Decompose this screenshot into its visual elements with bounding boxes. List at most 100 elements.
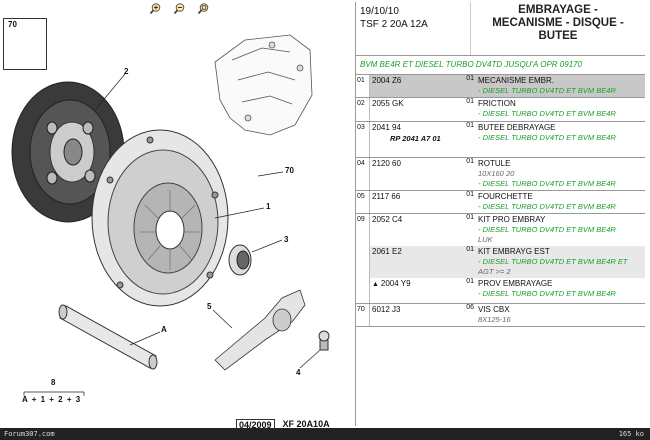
part-name: PROV EMBRAYAGE [478,279,553,288]
title-line-2: MECANISME - DISQUE - [492,17,624,29]
callout-5[interactable]: 5 [207,302,212,311]
callout-4[interactable]: 4 [296,368,301,377]
part-note-extra: LUK [478,235,493,244]
part-reference: 2004 Z6 [370,75,464,97]
clutch-drawing [11,33,330,396]
part-note: - DIESEL TURBO DV4TD ET BVM BE4R [478,133,616,142]
part-quantity: 01 [466,246,474,253]
kit-formula: A + 1 + 2 + 3 [22,395,82,404]
release-bearing-drawing [228,244,252,276]
site-credit: Forum307.com [4,430,55,438]
part-note: - DIESEL TURBO DV4TD ET BVM BE4R [478,86,616,95]
part-note: 8X125-16 [478,315,511,324]
group-number: 04 [356,158,370,190]
part-quantity: 01 [466,158,474,165]
part-description: MECANISME EMBR.- DIESEL TURBO DV4TD ET B… [476,75,645,97]
part-name: KIT PRO EMBRAY [478,215,546,224]
header-date: 19/10/10 [360,6,399,17]
part-code: 2117 66 [372,192,401,201]
title-line-3: BUTEE [538,30,578,42]
part-name: VIS CBX [478,305,510,314]
group-number: 70 [356,304,370,326]
group-number: 05 [356,191,370,213]
part-description: PROV EMBRAYAGE- DIESEL TURBO DV4TD ET BV… [476,278,645,300]
callout-2[interactable]: 2 [124,67,129,76]
callout-A[interactable]: A [161,325,167,334]
replacement-ref: RP 2041 A7 01 [390,134,441,143]
header-model: TSF 2 20A 12A [360,19,428,30]
inset-screw-box: 70 [3,18,47,70]
callout-8[interactable]: 8 [51,378,56,387]
warning-icon: ▲ [372,281,381,288]
part-note: - DIESEL TURBO DV4TD ET BVM BE4R [478,225,616,234]
part-name: MECANISME EMBR. [478,76,555,85]
part-quantity: 01 [466,214,474,221]
part-code: 2004 Y9 [380,279,411,288]
part-note: 10X160 20 [478,169,515,178]
callout-3[interactable]: 3 [284,235,289,244]
filter-condition: BVM BE4R ET DIESEL TURBO DV4TD JUSQU'A O… [356,56,645,75]
part-reference: 6012 J3 [370,304,464,326]
inset-label: 70 [8,20,17,29]
exploded-diagram: 70 2 70 1 3 5 A 4 8 A + 1 + 2 + 3 04/200… [3,2,330,431]
part-note: - DIESEL TURBO DV4TD ET BVM BE4R [478,109,616,118]
part-quantity: 01 [466,278,474,285]
group-number: 02 [356,98,370,121]
panel-title: EMBRAYAGE - MECANISME - DISQUE - BUTEE [471,2,645,55]
part-name: KIT EMBRAYG EST [478,247,550,256]
part-description: KIT PRO EMBRAY- DIESEL TURBO DV4TD ET BV… [476,214,645,246]
part-description: FRICTION- DIESEL TURBO DV4TD ET BVM BE4R [476,98,645,120]
zoom-fit-icon[interactable] [196,2,212,15]
part-name: BUTEE DEBRAYAGE [478,123,556,132]
part-quantity: 06 [466,304,474,311]
part-quantity: 01 [466,75,474,82]
part-quantity: 01 [466,122,474,129]
part-name: FRICTION [478,99,516,108]
part-reference: 2055 GK [370,98,464,120]
part-description: FOURCHETTE- DIESEL TURBO DV4TD ET BVM BE… [476,191,645,213]
guide-tube-drawing [58,304,158,370]
part-quantity: 01 [466,191,474,198]
zoom-in-icon[interactable] [148,2,164,15]
header-info: 19/10/10 TSF 2 20A 12A [356,2,471,55]
part-description: BUTEE DEBRAYAGE- DIESEL TURBO DV4TD ET B… [476,122,645,156]
part-code: 2041 94 [372,123,401,132]
part-reference: 2041 94 RP 2041 A7 01 [370,122,464,156]
part-reference: 2120 60 [370,158,464,190]
part-note: - DIESEL TURBO DV4TD ET BVM BE4R [478,289,616,298]
zoom-toolbar [148,2,212,16]
zoom-out-icon[interactable] [172,2,188,15]
part-name: ROTULE [478,159,511,168]
group-number: 01 [356,75,370,97]
diagram-code: XF 20A10A [282,419,330,429]
file-size: 165 ko [618,430,644,438]
part-reference: 2052 C4 [370,214,464,246]
part-code: 6012 J3 [372,305,401,314]
part-name: FOURCHETTE [478,192,533,201]
callout-1[interactable]: 1 [266,202,271,211]
parts-panel: 19/10/10 TSF 2 20A 12A EMBRAYAGE - MECAN… [355,2,645,426]
pressure-plate-drawing [91,129,229,307]
ball-pivot-drawing [318,330,330,351]
part-note-extra: AGT >= 2 [478,267,511,276]
panel-header: 19/10/10 TSF 2 20A 12A EMBRAYAGE - MECAN… [356,2,645,56]
callout-70[interactable]: 70 [285,166,294,175]
part-note: - DIESEL TURBO DV4TD ET BVM BE4R ET [478,257,628,266]
title-line-1: EMBRAYAGE - [518,4,598,16]
part-code: 2055 GK [372,99,404,108]
group-number: 09 [356,214,370,303]
